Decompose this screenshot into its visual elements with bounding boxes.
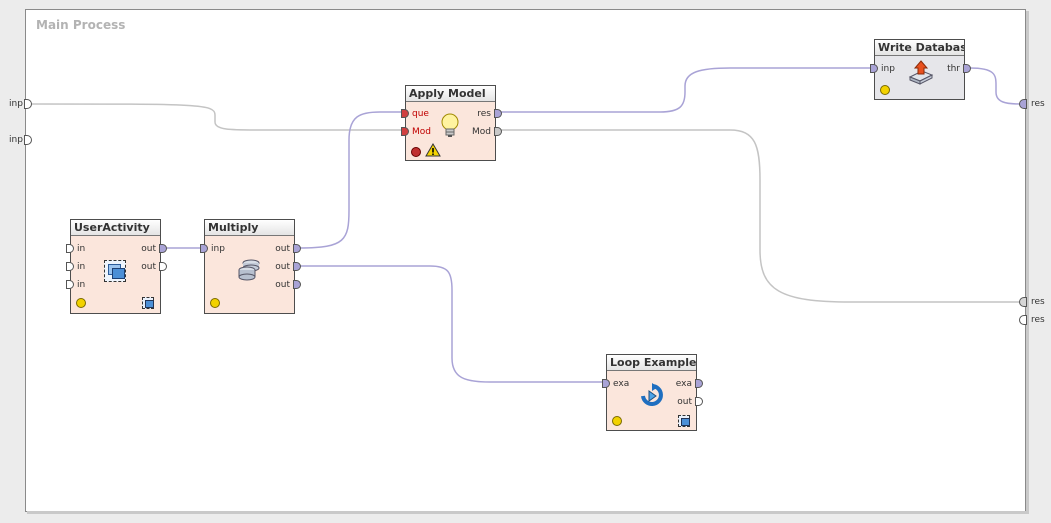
canvas-shadow-right [1026, 11, 1029, 514]
port-label: Mod [412, 127, 431, 137]
connection-multiply-to-que [299, 111, 402, 249]
output-port-out-1[interactable] [293, 244, 301, 253]
input-port-que[interactable] [401, 109, 409, 118]
database-stack-icon [238, 259, 260, 281]
global-output-label-2: res [1031, 297, 1045, 307]
port-label: exa [613, 379, 630, 389]
input-port-exa[interactable] [602, 379, 610, 388]
warning-icon [425, 143, 441, 157]
lightbulb-icon [441, 113, 459, 137]
global-input-port-1[interactable] [24, 99, 32, 109]
global-output-port-3[interactable] [1019, 315, 1027, 325]
port-label: inp [881, 64, 895, 74]
operator-loop-examples[interactable]: Loop Examples exa exa out [602, 354, 703, 431]
output-port-out-2[interactable] [159, 262, 167, 271]
status-error-icon [411, 147, 421, 157]
canvas-shadow-bottom [27, 511, 1028, 514]
database-write-icon [908, 60, 934, 85]
port-label: exa [675, 379, 692, 389]
loop-icon [641, 383, 663, 406]
port-label: out [275, 280, 290, 290]
connection-inp-to-mod [30, 103, 402, 131]
connection-mod-to-res [500, 129, 1020, 303]
port-label: Mod [472, 127, 491, 137]
global-output-port-1[interactable] [1019, 99, 1027, 109]
output-port-mod[interactable] [494, 127, 502, 136]
status-ok-icon [76, 298, 86, 308]
global-output-label-3: res [1031, 315, 1045, 325]
port-label: in [77, 280, 86, 290]
port-label: out [275, 262, 290, 272]
port-label: thr [947, 64, 960, 74]
operator-title: Multiply [205, 220, 294, 236]
process-title: Main Process [36, 18, 126, 32]
input-port-inp[interactable] [200, 244, 208, 253]
status-ok-icon [612, 416, 622, 426]
input-port-in-2[interactable] [66, 262, 74, 271]
operator-write-database[interactable]: Write Databas... inp thr [870, 39, 971, 100]
output-port-out-2[interactable] [293, 262, 301, 271]
output-port-out[interactable] [695, 397, 703, 406]
status-ok-icon [210, 298, 220, 308]
subprocess-icon [104, 260, 126, 282]
output-port-out-3[interactable] [293, 280, 301, 289]
operator-title: Apply Model [406, 86, 495, 102]
input-port-in-1[interactable] [66, 244, 74, 253]
operator-multiply[interactable]: Multiply inp out out out [200, 219, 301, 314]
port-label: que [412, 109, 429, 119]
subprocess-open-icon[interactable] [678, 415, 690, 427]
port-label: inp [211, 244, 225, 254]
global-input-label-1: inp [9, 99, 23, 109]
process-canvas[interactable] [25, 9, 1026, 512]
operator-title: Loop Examples [607, 355, 696, 371]
status-ok-icon [880, 85, 890, 95]
output-port-out-1[interactable] [159, 244, 167, 253]
connection-multiply-to-loop [300, 265, 603, 383]
output-port-thr[interactable] [963, 64, 971, 73]
port-label: out [141, 262, 156, 272]
output-port-res[interactable] [494, 109, 502, 118]
port-label: in [77, 244, 86, 254]
connection-writedb-to-res [969, 67, 1021, 105]
operator-user-activity[interactable]: UserActivity in in in out out [66, 219, 167, 314]
operator-title: UserActivity [71, 220, 160, 236]
global-input-port-2[interactable] [24, 135, 32, 145]
global-output-label-1: res [1031, 99, 1045, 109]
operator-apply-model[interactable]: Apply Model que Mod res Mod [401, 85, 502, 161]
port-label: in [77, 262, 86, 272]
port-label: out [141, 244, 156, 254]
port-label: res [477, 109, 491, 119]
operator-title: Write Databas... [875, 40, 964, 56]
input-port-inp[interactable] [870, 64, 878, 73]
subprocess-open-icon[interactable] [142, 297, 154, 309]
global-input-label-2: inp [9, 135, 23, 145]
input-port-mod[interactable] [401, 127, 409, 136]
global-output-port-2[interactable] [1019, 297, 1027, 307]
connection-res-to-writedb [500, 67, 871, 113]
input-port-in-3[interactable] [66, 280, 74, 289]
port-label: out [677, 397, 692, 407]
output-port-exa[interactable] [695, 379, 703, 388]
port-label: out [275, 244, 290, 254]
